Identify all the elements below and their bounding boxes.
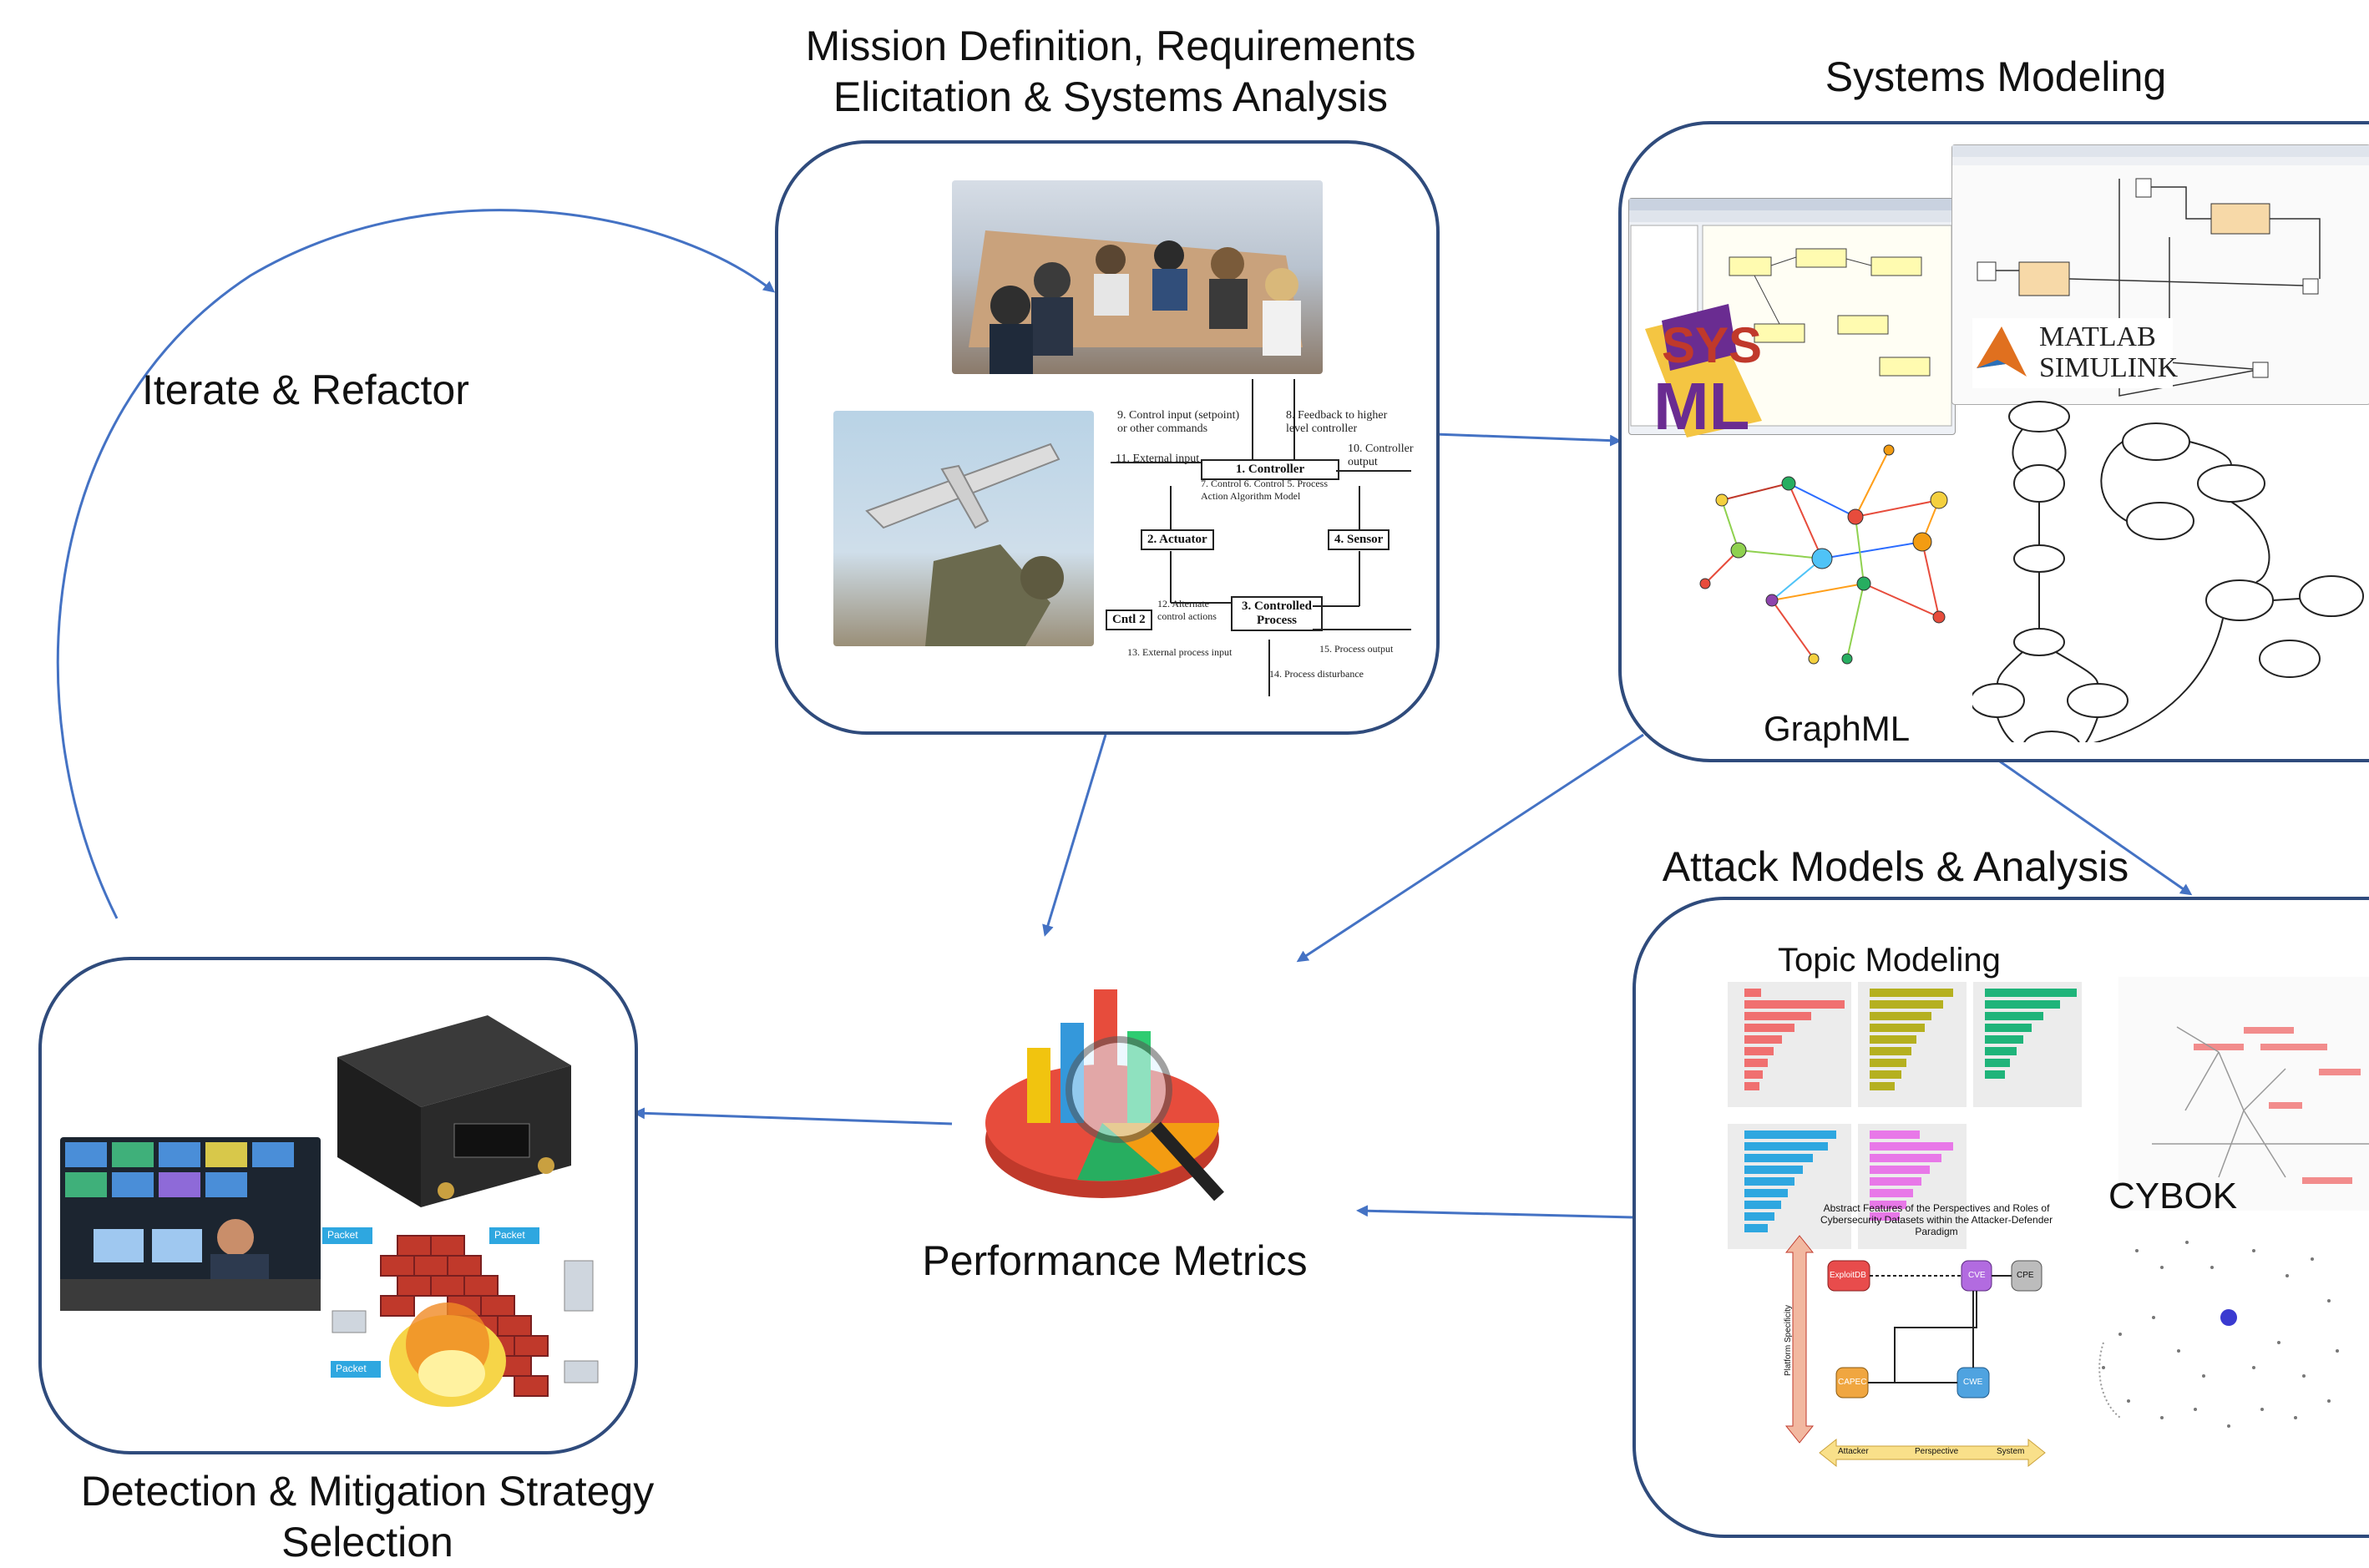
metrics-to-detection-arrow [633, 1107, 953, 1125]
sysml-logo: SYS ML [1637, 304, 1779, 446]
diagram-note-process-output: 15. Process output [1319, 643, 1394, 655]
hardware-device-image [321, 1007, 580, 1216]
axis-left-end-label: Attacker [1838, 1447, 1869, 1456]
control-structure-diagram: 9. Control input (setpoint) or other com… [1094, 379, 1420, 701]
packet-label-2: Packet [494, 1229, 525, 1241]
axis-right-end-label: System [1997, 1447, 2025, 1456]
axis-bottom-label: Perspective [1915, 1447, 1959, 1456]
node-cpe: CPE [2017, 1271, 2034, 1280]
graphml-label: GraphML [1764, 709, 1911, 748]
packet-label-1: Packet [327, 1229, 358, 1241]
attack-title: Attack Models & Analysis [1662, 843, 2129, 890]
node-cve: CVE [1968, 1271, 1986, 1280]
cntl2-box: Cntl 2 [1106, 609, 1152, 630]
graphml-network [1688, 433, 1972, 684]
sensor-box: 4. Sensor [1328, 529, 1390, 550]
node-cwe: CWE [1963, 1378, 1983, 1387]
node-exploitdb: ExploitDB [1830, 1271, 1866, 1280]
svg-text:ML: ML [1653, 369, 1750, 443]
systems-to-attack-arrow [1999, 760, 2193, 896]
diagram-note-controller-output: 10. Controller output [1348, 443, 1414, 468]
systems-panel: SYS ML MA [1618, 121, 2369, 762]
attack-panel: Topic Modeling [1632, 897, 2369, 1538]
node-capec: CAPEC [1838, 1378, 1867, 1387]
mission-to-systems-arrow [1434, 432, 1622, 447]
controller-box: 1. Controller [1201, 459, 1339, 480]
iterate-loop-arrow [56, 209, 776, 919]
controlled-process-box: 3. Controlled Process [1231, 596, 1323, 631]
actuator-box: 2. Actuator [1141, 529, 1214, 550]
packet-label-3: Packet [336, 1363, 367, 1374]
diagram-note-external-process: 13. External process input [1127, 646, 1233, 658]
diagram-note-feedback: 8. Feedback to higher level controller [1286, 409, 1388, 435]
axis-left-label: Platform Specificity [1784, 1304, 1794, 1377]
state-diagram [1972, 392, 2369, 742]
cybok-label: CYBOK [2108, 1176, 2238, 1216]
abstract-features-diagram: Abstract Features of the Perspectives an… [1778, 1202, 2095, 1469]
diagram-note-control-input: 9. Control input (setpoint) or other com… [1117, 409, 1240, 435]
topic-modeling-charts [1728, 982, 2112, 1257]
topic-modeling-label: Topic Modeling [1778, 942, 2001, 979]
systems-title: Systems Modeling [1825, 53, 2167, 100]
mission-to-metrics-arrow [1042, 734, 1107, 937]
control-diagram-lines [1111, 379, 1411, 696]
matlab-simulink-label: MATLAB SIMULINK [2039, 321, 2179, 384]
attack-to-metrics-arrow [1356, 1205, 1633, 1219]
diagram-note-disturbance: 14. Process disturbance [1269, 668, 1364, 680]
iterate-title: Iterate & Refactor [142, 367, 469, 413]
firewall-illustration: Packet Packet Packet [314, 1219, 615, 1436]
performance-metrics-graphic [977, 981, 1248, 1219]
meeting-photo [952, 180, 1323, 374]
operations-center-photo [60, 1137, 321, 1311]
mission-panel: 9. Control input (setpoint) or other com… [775, 140, 1440, 735]
systems-to-metrics-arrow [1296, 733, 1644, 963]
detection-panel: Packet Packet Packet [38, 957, 638, 1454]
abstract-features-title: Abstract Features of the Perspectives an… [1820, 1202, 2053, 1237]
mission-title: Mission Definition, Requirements Elicita… [805, 23, 1416, 120]
svg-text:SYS: SYS [1662, 317, 1762, 373]
cybok-scatter [2087, 1217, 2369, 1468]
cybok-tree [2118, 977, 2369, 1211]
diagram-note-controller-internals: 7. Control 6. Control 5. Process Action … [1201, 478, 1328, 502]
metrics-title: Performance Metrics [922, 1237, 1308, 1284]
drone-launch-photo [833, 411, 1094, 646]
matlab-simulink-logo: MATLAB SIMULINK [1972, 318, 2178, 388]
